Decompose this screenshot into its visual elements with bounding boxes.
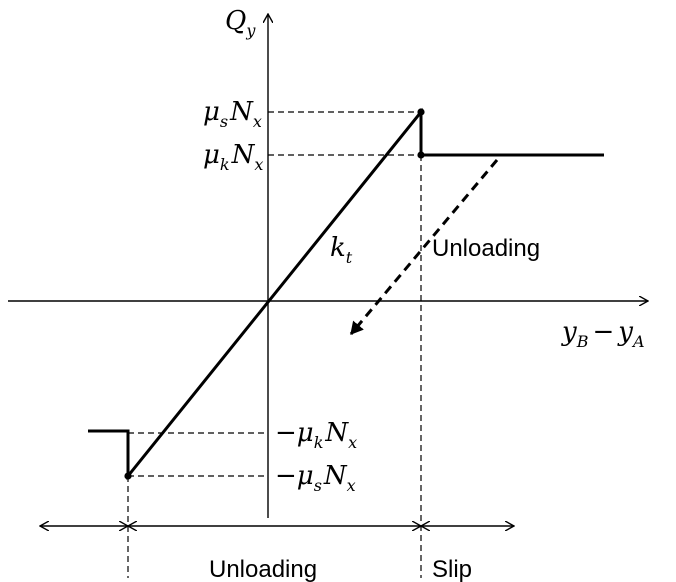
stiffness-label: kt <box>330 233 353 267</box>
kinetic-pos-label: μkNx <box>203 140 263 174</box>
static-peak-pos-dot <box>417 108 425 116</box>
static-neg-label: −μsNx <box>275 461 356 495</box>
y-axis-label: Qy <box>225 6 256 40</box>
unloading-arrow <box>349 159 499 335</box>
hysteresis-curve <box>88 107 604 481</box>
unloading-arrow-label: Unloading <box>432 235 540 262</box>
static-peak-neg-dot <box>124 472 132 480</box>
kinetic-neg-label: −μkNx <box>275 418 357 452</box>
x-axis-label: yB−yA <box>561 317 645 351</box>
range-slip-label: Slip <box>432 556 472 582</box>
kinetic-pos-dot <box>417 151 425 159</box>
static-pos-label: μsNx <box>203 97 262 131</box>
range-unloading-label: Unloading <box>209 556 317 582</box>
